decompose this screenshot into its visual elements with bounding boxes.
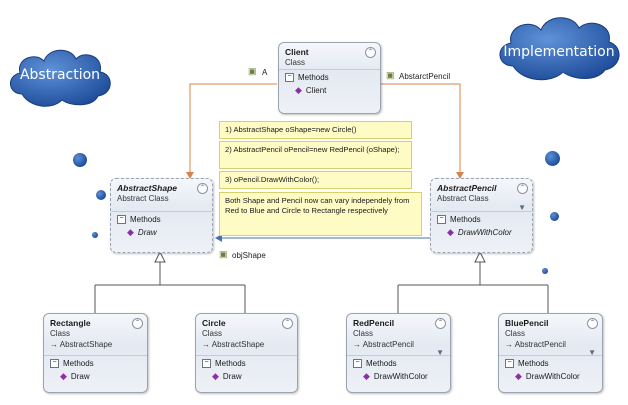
- method-name: Draw: [222, 372, 242, 381]
- class-kind: Class: [505, 329, 526, 338]
- collapse-icon[interactable]: ⌃: [517, 183, 528, 194]
- inherit-arrow-icon: →: [353, 340, 363, 349]
- methods-label: Methods: [130, 215, 161, 224]
- method-icon: ◆: [515, 371, 522, 381]
- inherit-pencil-head: [474, 250, 486, 263]
- decor-dot: [92, 232, 98, 238]
- class-kind: Class: [202, 329, 223, 338]
- inherit-shape-head: [154, 250, 166, 263]
- inherit-arrow-icon: →: [202, 340, 212, 349]
- class-rectangle[interactable]: ⌃ Rectangle Class → AbstractShape −Metho…: [43, 313, 148, 393]
- base-class: AbstractShape: [59, 340, 113, 349]
- assoc-client-shape: [186, 83, 277, 179]
- class-kind: Class: [285, 58, 306, 67]
- code-note-3: 3) oPencil.DrawWithColor();: [219, 171, 412, 189]
- collapse-icon[interactable]: ⌃: [587, 318, 598, 329]
- code-note-2: 2) AbstractPencil oPencil=new RedPencil …: [219, 141, 412, 169]
- class-kind: Class: [50, 329, 71, 338]
- class-kind: Abstract Class: [117, 194, 169, 203]
- class-abstract-shape[interactable]: ⌃ AbstractShape Abstract Class −Methods …: [110, 178, 213, 253]
- decor-dot: [96, 190, 106, 200]
- minus-icon[interactable]: −: [437, 215, 446, 224]
- abstraction-cloud: [10, 49, 111, 107]
- base-class: AbstractPencil: [514, 340, 566, 349]
- method-name: Client: [305, 86, 327, 95]
- inherit-pencil-bar: [397, 284, 549, 313]
- method-icon: ◆: [60, 371, 67, 381]
- assoc-label-objshape: objShape: [232, 251, 266, 260]
- methods-label: Methods: [450, 215, 481, 224]
- method-icon: ◆: [295, 85, 302, 95]
- inherit-arrow-icon: →: [50, 340, 60, 349]
- class-client[interactable]: ⌃ Client Class −Methods ◆Client: [278, 42, 381, 114]
- collapse-icon[interactable]: ⌃: [282, 318, 293, 329]
- implementation-label: Implementation: [503, 44, 615, 60]
- code-note-1: 1) AbstractShape oShape=new Circle(): [219, 121, 412, 139]
- implementation-cloud: [499, 17, 620, 81]
- method-icon: ◆: [363, 371, 370, 381]
- methods-label: Methods: [298, 73, 329, 82]
- explanation-note: Both Shape and Pencil now can vary indep…: [219, 192, 422, 236]
- collapse-icon[interactable]: ⌃: [365, 47, 376, 58]
- methods-label: Methods: [63, 359, 94, 368]
- minus-icon[interactable]: −: [50, 359, 59, 368]
- minus-icon[interactable]: −: [353, 359, 362, 368]
- field-icon: ▣: [248, 66, 257, 76]
- assoc-client-pencil: [380, 83, 464, 179]
- class-kind: Class: [353, 329, 374, 338]
- base-class: AbstractShape: [211, 340, 265, 349]
- methods-label: Methods: [215, 359, 246, 368]
- method-name: DrawWithColor: [373, 372, 428, 381]
- method-icon: ◆: [127, 227, 134, 237]
- decor-dot: [545, 151, 560, 166]
- assoc-label-abstract-pencil: AbstarctPencil: [399, 72, 451, 81]
- decor-dot: [542, 268, 548, 274]
- class-blue-pencil[interactable]: ⌃ ▼ BluePencil Class → AbstractPencil −M…: [498, 313, 603, 393]
- class-name: Circle: [202, 318, 226, 328]
- methods-label: Methods: [366, 359, 397, 368]
- class-name: RedPencil: [353, 318, 395, 328]
- class-name: BluePencil: [505, 318, 549, 328]
- method-icon: ◆: [212, 371, 219, 381]
- filter-icon[interactable]: ▼: [436, 348, 444, 357]
- filter-icon[interactable]: ▼: [518, 203, 526, 212]
- decor-dot: [73, 153, 87, 167]
- class-red-pencil[interactable]: ⌃ ▼ RedPencil Class → AbstractPencil −Me…: [346, 313, 451, 393]
- inherit-shape-bar: [94, 284, 246, 313]
- abstraction-label: Abstraction: [19, 67, 101, 83]
- class-abstract-pencil[interactable]: ⌃ ▼ AbstractPencil Abstract Class −Metho…: [430, 178, 533, 253]
- assoc-label-a: A: [262, 68, 268, 77]
- minus-icon[interactable]: −: [505, 359, 514, 368]
- methods-label: Methods: [518, 359, 549, 368]
- minus-icon[interactable]: −: [117, 215, 126, 224]
- field-icon: ▣: [219, 249, 228, 259]
- method-name: Draw: [137, 228, 157, 237]
- method-name: DrawWithColor: [525, 372, 580, 381]
- decor-dot: [550, 212, 559, 221]
- method-name: Draw: [70, 372, 90, 381]
- class-circle[interactable]: ⌃ Circle Class → AbstractShape −Methods …: [195, 313, 298, 393]
- method-name: DrawWithColor: [457, 228, 512, 237]
- collapse-icon[interactable]: ⌃: [435, 318, 446, 329]
- class-kind: Abstract Class: [437, 194, 489, 203]
- class-name: AbstractShape: [117, 183, 177, 193]
- minus-icon[interactable]: −: [202, 359, 211, 368]
- field-icon: ▣: [386, 70, 395, 80]
- method-icon: ◆: [447, 227, 454, 237]
- minus-icon[interactable]: −: [285, 73, 294, 82]
- class-name: Client: [285, 47, 309, 57]
- class-name: AbstractPencil: [437, 183, 497, 193]
- inherit-arrow-icon: →: [505, 340, 515, 349]
- base-class: AbstractPencil: [362, 340, 414, 349]
- filter-icon[interactable]: ▼: [588, 348, 596, 357]
- class-name: Rectangle: [50, 318, 91, 328]
- collapse-icon[interactable]: ⌃: [132, 318, 143, 329]
- collapse-icon[interactable]: ⌃: [197, 183, 208, 194]
